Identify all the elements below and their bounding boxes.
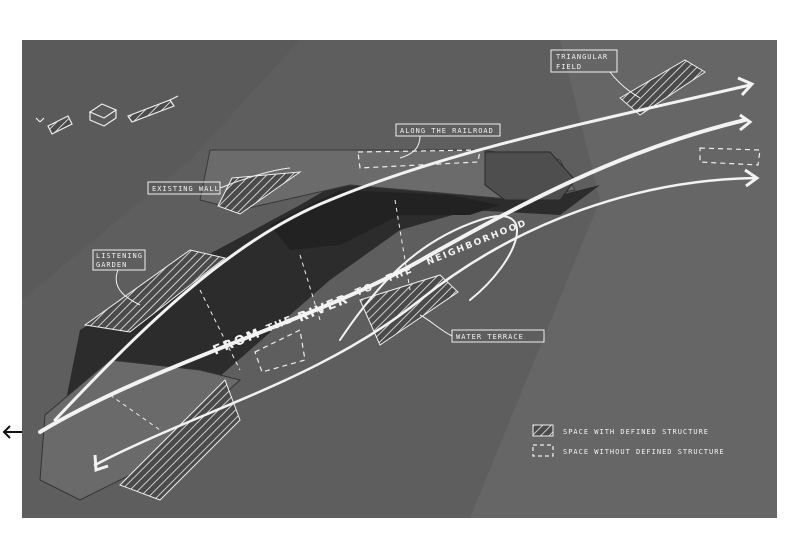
label-railroad: ALONG THE RAILROAD <box>400 127 494 135</box>
legend-defined-label: SPACE WITH DEFINED STRUCTURE <box>563 428 709 436</box>
label-garden-2: GARDEN <box>96 261 127 269</box>
arrow-head-top-right <box>737 76 755 97</box>
label-water-terrace: WATER TERRACE <box>456 333 524 341</box>
label-box-triangular <box>550 49 618 73</box>
label-triangular-2: FIELD <box>556 63 582 71</box>
railroad-dashed-zone <box>357 149 481 169</box>
sightline-4 <box>109 394 161 431</box>
flow-line-lower <box>93 176 757 467</box>
railroad-block <box>484 151 576 201</box>
label-triangular-1: TRIANGULAR <box>556 53 608 61</box>
flow-line-upper <box>53 83 752 422</box>
right-dashed-zone <box>699 147 761 166</box>
arrow-head-right <box>739 113 753 132</box>
lower-stairs-hatch <box>119 379 241 501</box>
legend-swatch-defined <box>532 424 554 437</box>
leader-wall <box>219 167 291 189</box>
label-existing-wall: EXISTING WALL <box>152 185 220 193</box>
legend: SPACE WITH DEFINED STRUCTURE SPACE WITHO… <box>532 424 725 457</box>
listening-garden-hatch <box>83 249 227 333</box>
arrow-head-bottom-left <box>93 454 109 473</box>
leader-garden <box>115 269 141 306</box>
label-box-garden <box>92 249 146 271</box>
existing-wall-hatch <box>217 171 302 215</box>
label-box-railroad <box>395 123 501 137</box>
label-garden-1: LISTENING <box>96 252 143 260</box>
river-exit-arrow <box>2 425 22 439</box>
leader-railroad <box>399 135 421 159</box>
flow-line-main <box>38 118 747 434</box>
leader-water <box>419 314 453 337</box>
flow-line-loop <box>339 215 518 341</box>
legend-undefined-label: SPACE WITHOUT DEFINED STRUCTURE <box>563 448 725 456</box>
triangular-field-hatch <box>619 59 706 116</box>
trench-inner <box>270 190 500 250</box>
board-left-plane <box>22 40 300 300</box>
sightline-2 <box>299 254 321 321</box>
axon-icon <box>35 95 179 135</box>
arrow-head-lower-right <box>744 168 760 188</box>
legend-swatch-undefined <box>532 444 554 457</box>
leader-triangular <box>609 71 641 99</box>
sightline-1 <box>199 289 241 371</box>
